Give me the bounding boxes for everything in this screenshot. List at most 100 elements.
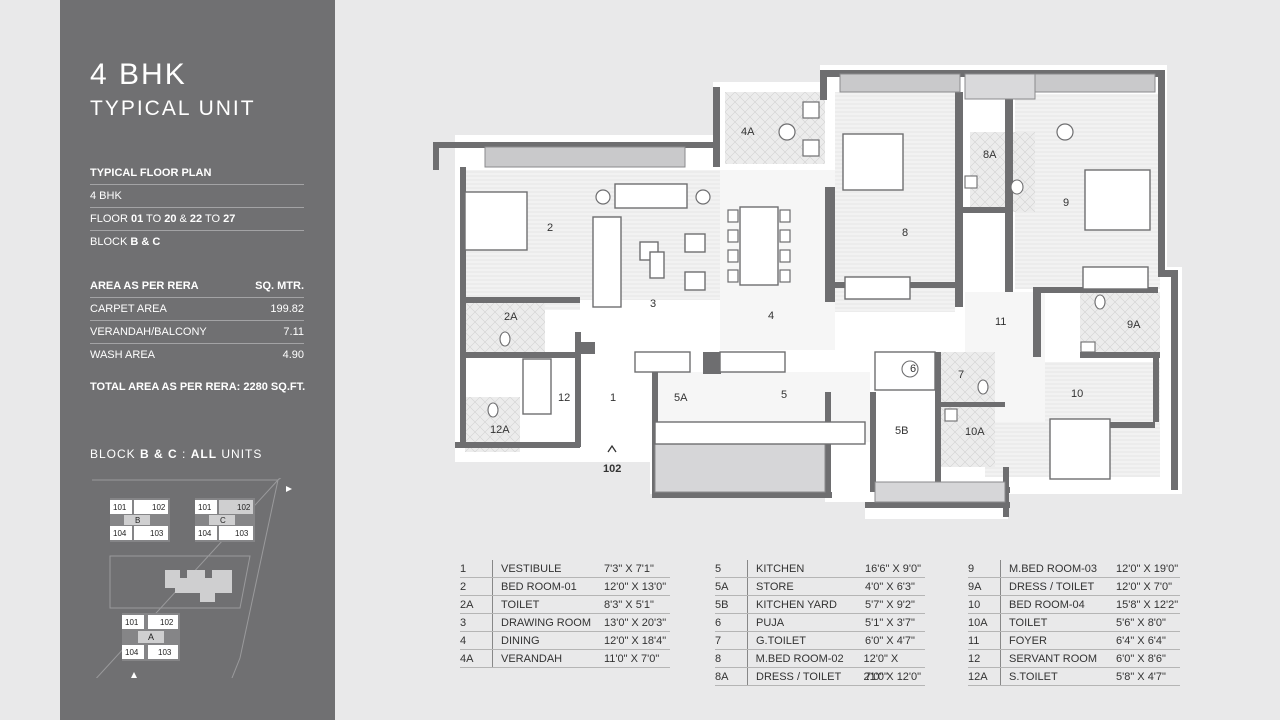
windows <box>484 73 1156 503</box>
room-label-1: 1 <box>610 392 616 404</box>
entry-arrow-icon <box>607 444 617 453</box>
unit-label: 103 <box>150 529 164 538</box>
furniture <box>464 133 1151 480</box>
entry-arrow-icon <box>131 672 137 678</box>
room-label-8a: 8A <box>983 149 997 161</box>
unit-102-b <box>134 500 168 514</box>
bed-9 <box>1084 169 1151 231</box>
blocks-title: BLOCK B & C : ALL UNITS <box>90 447 263 461</box>
north-arrow-icon <box>286 486 292 492</box>
chairs <box>595 101 1074 283</box>
room-label-3: 3 <box>650 298 656 310</box>
unit-label: 102 <box>237 503 251 512</box>
info-panel: 4 BHK TYPICAL UNIT TYPICAL FLOOR PLAN 4 … <box>60 0 335 720</box>
bed-2 <box>464 191 528 251</box>
room-label-5b: 5B <box>895 425 908 437</box>
room-label-4a: 4A <box>741 126 755 138</box>
sofa-side <box>592 216 622 308</box>
floor-row: FLOOR 01 TO 20 & 22 TO 27 <box>90 208 304 231</box>
unit-label: 104 <box>198 529 212 538</box>
room-label-7: 7 <box>958 369 964 381</box>
unit-label: 102 <box>160 618 174 627</box>
room-label-2a: 2A <box>504 311 518 323</box>
sofa <box>614 183 688 209</box>
room-label-10a: 10A <box>965 426 985 438</box>
unit-title: 4 BHK <box>90 58 187 91</box>
total-area: TOTAL AREA AS PER RERA: 2280 SQ.FT. <box>90 381 306 393</box>
unit-label: 101 <box>125 618 139 627</box>
block-b-core <box>124 515 150 525</box>
unit-101-b <box>110 500 132 514</box>
unit-label: 103 <box>158 648 172 657</box>
unit-label: 104 <box>113 529 127 538</box>
clubhouse <box>165 570 232 602</box>
room-label-8: 8 <box>902 227 908 239</box>
sanitary-fixtures <box>487 175 1106 422</box>
block-b-label: B <box>135 516 140 525</box>
dining-table <box>739 206 779 286</box>
bed-10 <box>1049 418 1111 480</box>
unit-label: 102 <box>152 503 166 512</box>
room-label-5: 5 <box>781 389 787 401</box>
room-label-11: 11 <box>995 316 1006 328</box>
block-a-label: A <box>148 632 154 642</box>
unit-label: 104 <box>125 648 139 657</box>
bed-8 <box>842 133 904 191</box>
kitchen-counter <box>654 421 866 445</box>
block-row: BLOCK B & C <box>90 236 161 248</box>
room-labels: 1 2 2A 3 4 4A 5 5A 5B 6 7 8 8A 9 9A 10 1… <box>490 126 1141 438</box>
room-label-12a: 12A <box>490 424 510 436</box>
room-label-2: 2 <box>547 222 553 234</box>
floor-plan: 1 2 2A 3 4 4A 5 5A 5B 6 7 8 8A 9 9A 10 1… <box>428 65 1182 519</box>
unit-label: 101 <box>113 503 127 512</box>
servant-bed <box>522 358 552 415</box>
room-label-10: 10 <box>1071 388 1083 400</box>
puja-icon <box>901 360 919 378</box>
bhk-row: 4 BHK <box>90 185 304 208</box>
unit-label: 103 <box>235 529 249 538</box>
room-label-9: 9 <box>1063 197 1069 209</box>
site-plan: 101 102 104 103 B 101 102 104 103 C <box>92 478 292 678</box>
site-road <box>109 555 251 609</box>
room-label-4: 4 <box>768 310 774 322</box>
floor-plan-label: TYPICAL FLOOR PLAN <box>90 162 304 185</box>
entry-unit-number: 102 <box>603 463 621 475</box>
room-label-12: 12 <box>558 392 570 404</box>
floor-info: TYPICAL FLOOR PLAN 4 BHK FLOOR 01 TO 20 … <box>90 162 304 254</box>
room-label-5a: 5A <box>674 392 688 404</box>
block-b-group: 101 102 104 103 B <box>110 498 170 542</box>
block-c-group: 101 102 104 103 C <box>195 498 255 542</box>
unit-label: 101 <box>198 503 212 512</box>
unit-subtitle: TYPICAL UNIT <box>90 97 256 120</box>
block-a-group: 101 102 104 103 A <box>122 613 180 661</box>
unit-103-b <box>134 526 168 540</box>
room-label-6: 6 <box>910 363 916 375</box>
unit-104-b <box>110 526 132 540</box>
